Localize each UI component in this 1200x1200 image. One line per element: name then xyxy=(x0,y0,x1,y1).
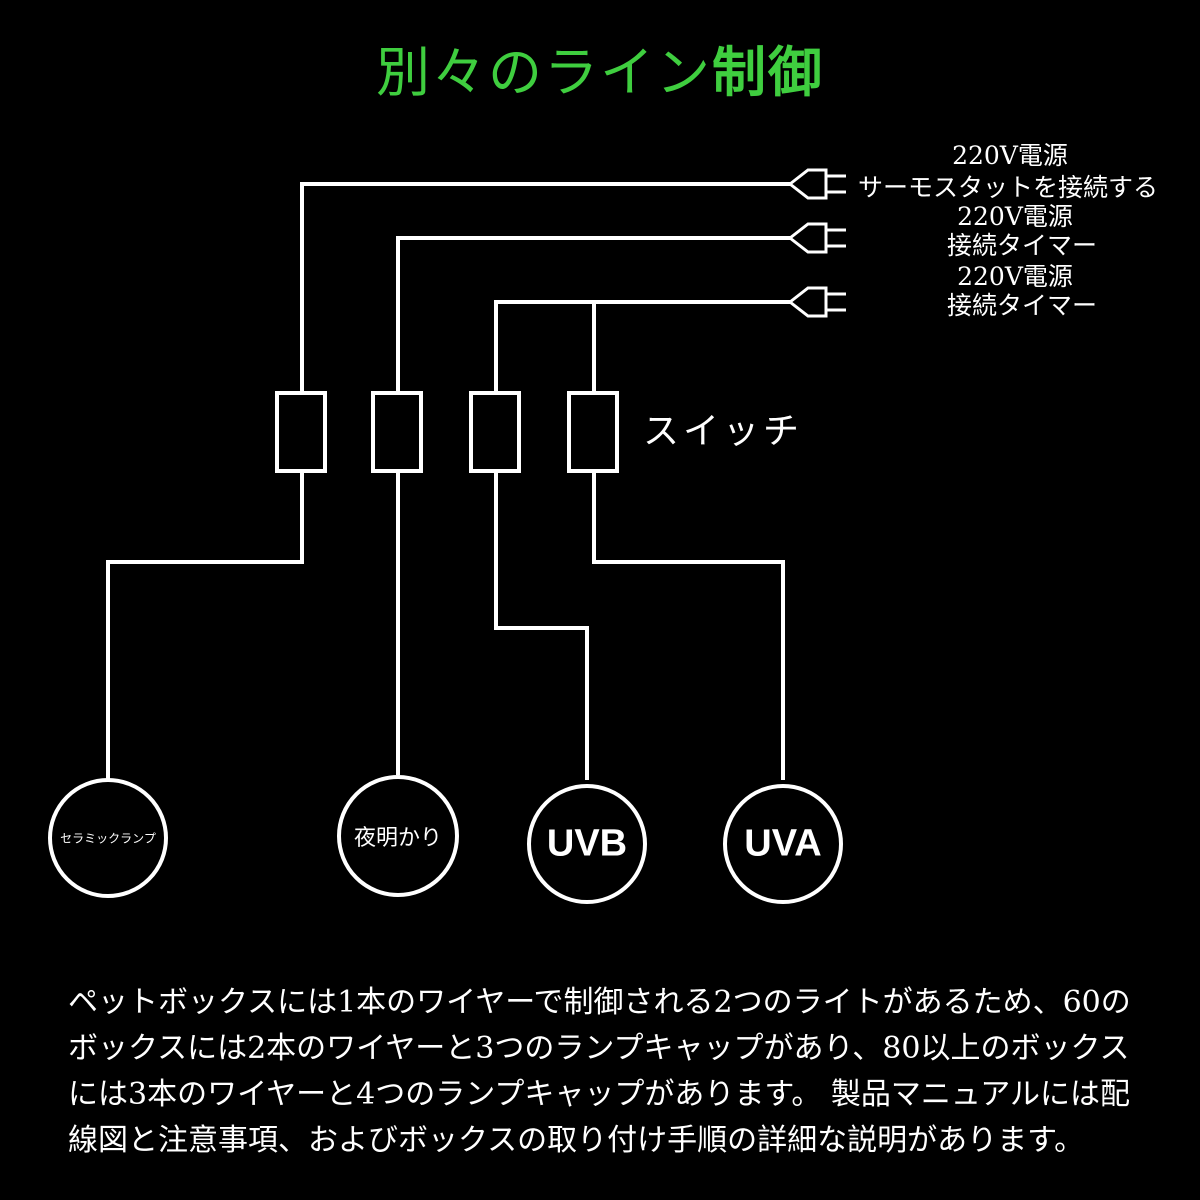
switch-label: スイッチ xyxy=(643,411,804,452)
lamp-ceramic-label: セラミックランプ xyxy=(60,831,156,846)
plug-3-device: 接続タイマー xyxy=(946,291,1098,320)
switch-1 xyxy=(275,391,327,473)
switch-3 xyxy=(469,391,521,473)
title-normal: 別々のライン xyxy=(376,41,712,104)
lamp-uva-label: UVA xyxy=(744,822,822,865)
switch-4 xyxy=(567,391,619,473)
lamp-uva-circle xyxy=(723,784,843,904)
plug-2-source: 220V電源 xyxy=(957,202,1073,231)
switch-2 xyxy=(371,391,423,473)
lamp-uvb-circle xyxy=(527,784,647,904)
wire-timer-1 xyxy=(396,236,790,393)
diagram-title: 別々のライン制御 xyxy=(0,28,1200,107)
plug-1-source: 220V電源 xyxy=(952,141,1068,170)
title-bold: 制御 xyxy=(712,41,824,104)
plug-1-device: サーモスタットを接続する xyxy=(858,173,1159,202)
plug-icon-2 xyxy=(787,222,846,254)
plug-3-source: 220V電源 xyxy=(957,262,1073,291)
description-text: ペットボックスには1本のワイヤーで制御される2つのライトがあるため、60のボック… xyxy=(68,985,1131,1158)
wire-uva xyxy=(592,471,785,780)
plug-icon-1 xyxy=(787,168,846,200)
lamp-uvb-label: UVB xyxy=(546,822,628,865)
wire-thermostat xyxy=(300,182,790,393)
wire-ceramic xyxy=(106,471,304,780)
lamp-nightlight-circle xyxy=(337,775,459,897)
plug-icon-3 xyxy=(787,286,846,318)
lamp-nightlight-label: 夜明かり xyxy=(353,826,443,851)
plug-2-device: 接続タイマー xyxy=(946,231,1098,260)
wire-uvb xyxy=(494,471,589,780)
lamp-ceramic-circle xyxy=(48,778,168,898)
wire-timer-2 xyxy=(494,300,790,393)
